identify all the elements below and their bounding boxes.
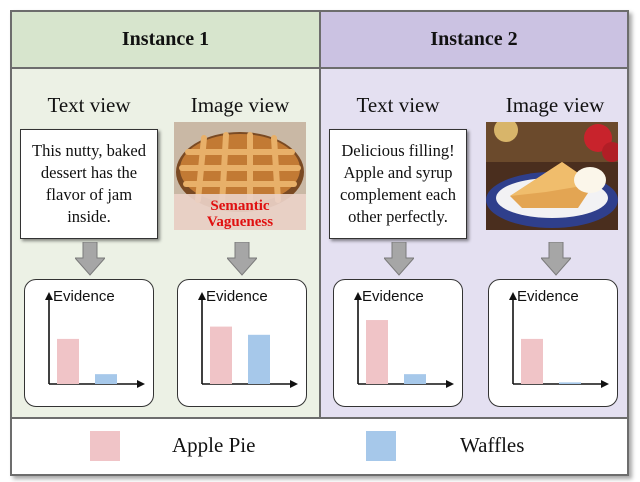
waffles-bar — [559, 382, 581, 384]
waffles-bar — [95, 374, 117, 384]
y-axis-arrowhead — [45, 292, 53, 300]
chart-ylabel: Evidence — [206, 288, 268, 305]
instance-1-image-view-label: Image view — [190, 93, 290, 117]
down-arrow-icon — [541, 242, 571, 276]
chart-ylabel: Evidence — [362, 288, 424, 305]
apple-pie-bar — [521, 338, 543, 384]
instance-2-image-view-label: Image view — [505, 93, 605, 117]
instance-1-panel: Instance 1 Text view Image view This nut… — [12, 12, 319, 417]
instance-1-header: Instance 1 — [12, 12, 319, 69]
waffles-bar — [404, 374, 426, 384]
evidence-chart-svg: Evidence — [198, 288, 298, 388]
text-line: inside. — [67, 207, 111, 226]
instance-1-body: Text view Image view This nutty, baked de… — [12, 69, 319, 417]
vagueness-line-1: Semantic — [210, 198, 270, 214]
chart-ylabel: Evidence — [517, 288, 579, 305]
x-axis-arrowhead — [137, 380, 145, 388]
evidence-chart-svg: Evidence — [45, 288, 145, 388]
instance-1-image-evidence-chart: Evidence — [177, 279, 307, 407]
text-line: This nutty, baked — [32, 141, 146, 160]
text-line: other perfectly. — [348, 207, 448, 226]
y-axis-arrowhead — [198, 292, 206, 300]
apple-pie-slice-image — [486, 122, 618, 230]
instance-2-panel: Instance 2 Text view Image view Deliciou… — [321, 12, 627, 417]
figure-frame: Instance 1 Text view Image view This nut… — [10, 10, 629, 476]
text-line: dessert has the — [40, 163, 138, 182]
text-line: Apple and syrup — [343, 163, 453, 182]
instance-2-text-view-label: Text view — [356, 93, 440, 117]
lattice-pie-image: Semantic Vagueness — [174, 122, 306, 230]
y-axis-arrowhead — [509, 292, 517, 300]
x-axis-arrowhead — [290, 380, 298, 388]
down-arrow-icon — [227, 242, 257, 276]
apple-pie-bar — [210, 326, 232, 384]
instance-1-text-evidence-chart: Evidence — [24, 279, 154, 407]
y-axis-arrowhead — [354, 292, 362, 300]
instance-2-image-evidence-chart: Evidence — [488, 279, 618, 407]
down-arrow-icon — [384, 242, 414, 276]
chart-ylabel: Evidence — [53, 288, 115, 305]
waffles-bar — [248, 334, 270, 384]
waffles-swatch — [366, 431, 396, 461]
text-line: Delicious filling! — [341, 141, 455, 160]
down-arrow-icon — [75, 242, 105, 276]
instance-2-header: Instance 2 — [321, 12, 627, 69]
instance-1-text-box: This nutty, baked dessert has the flavor o… — [20, 129, 158, 239]
text-line: complement each — [340, 185, 456, 204]
evidence-chart-svg: Evidence — [509, 288, 609, 388]
evidence-chart-svg: Evidence — [354, 288, 454, 388]
apple-pie-bar — [366, 320, 388, 384]
legend-label-apple-pie: Apple Pie — [172, 433, 256, 457]
instance-1-text-lines: This nutty, baked dessert has the flavor o… — [32, 140, 146, 228]
instance-2-text-evidence-chart: Evidence — [333, 279, 463, 407]
instance-2-text-box: Delicious filling! Apple and syrup complem… — [329, 129, 467, 239]
legend-label-waffles: Waffles — [460, 433, 525, 457]
legend: Apple Pie Waffles — [12, 417, 627, 474]
vagueness-line-2: Vagueness — [207, 214, 273, 230]
x-axis-arrowhead — [601, 380, 609, 388]
panel-divider — [319, 12, 321, 417]
instance-1-text-view-label: Text view — [47, 93, 131, 117]
apple-pie-swatch — [90, 431, 120, 461]
instance-2-body: Text view Image view Delicious filling! A… — [321, 69, 627, 417]
x-axis-arrowhead — [446, 380, 454, 388]
text-line: flavor of jam — [45, 185, 133, 204]
instance-2-text-lines: Delicious filling! Apple and syrup complem… — [340, 140, 456, 228]
apple-pie-bar — [57, 338, 79, 384]
